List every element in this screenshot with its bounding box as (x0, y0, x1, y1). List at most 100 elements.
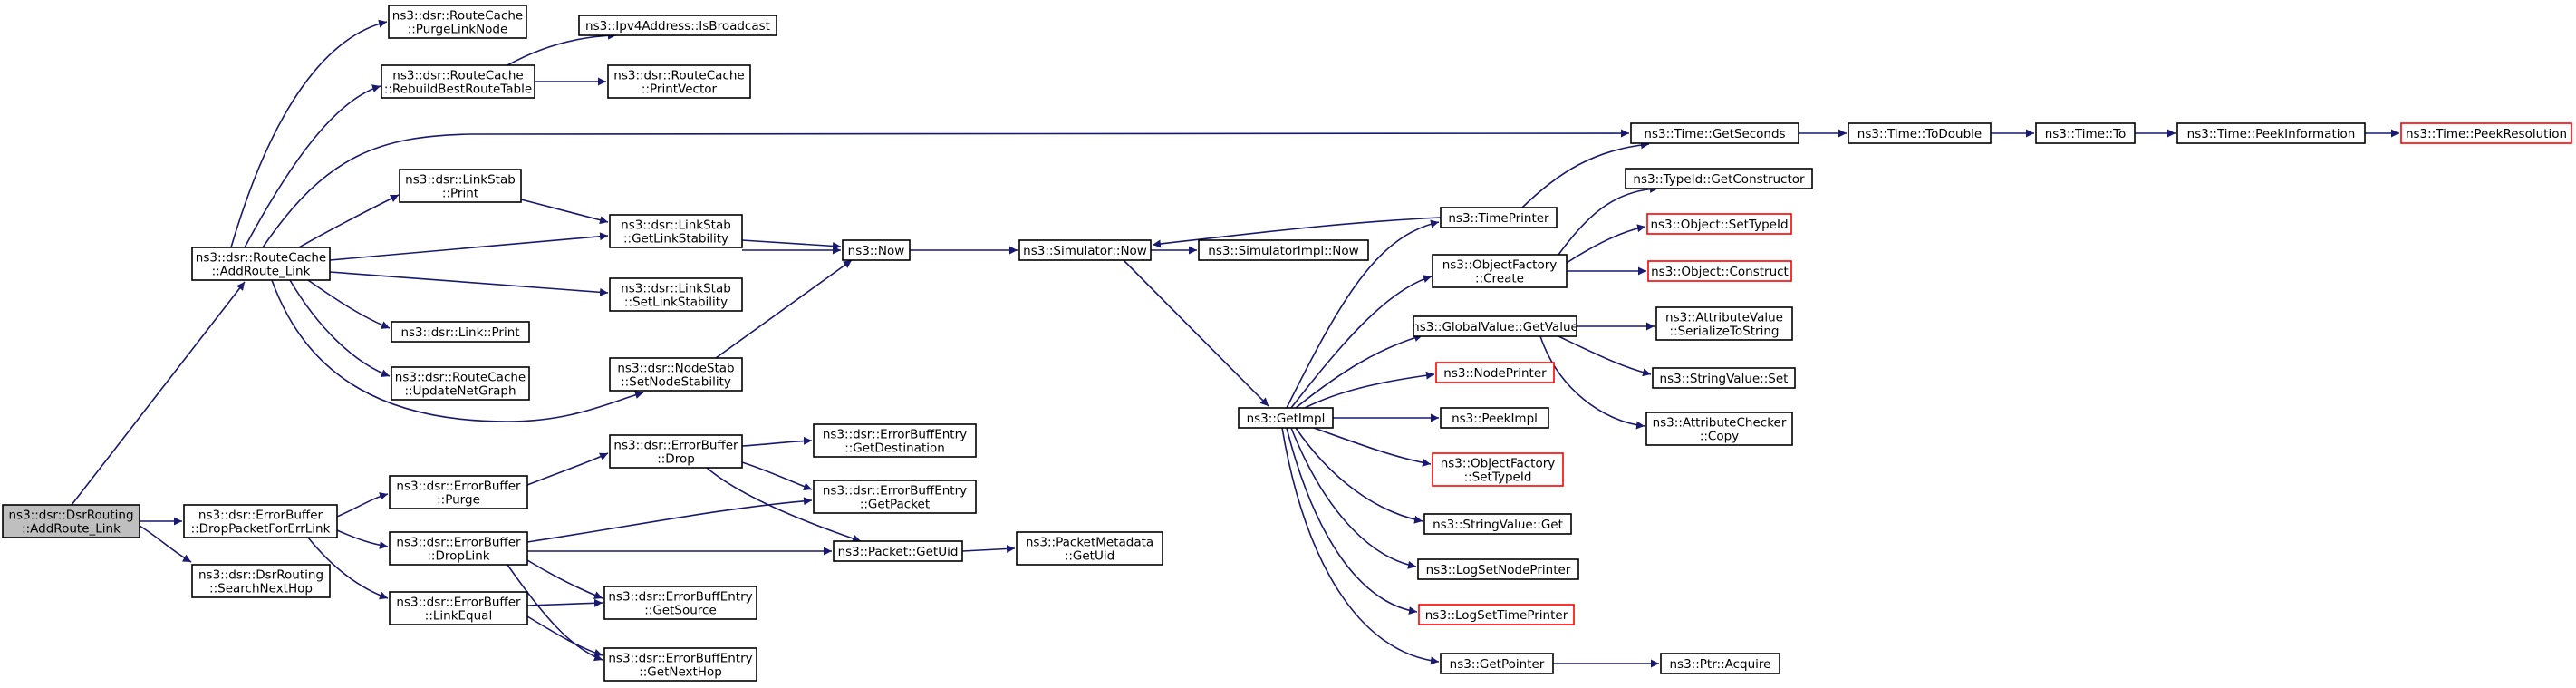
node-peekimpl[interactable]: ns3::PeekImpl (1440, 407, 1549, 429)
node-box (1645, 412, 1793, 446)
edge-eb_droppacket-to-eb_linkequal (307, 537, 389, 600)
node-rc_rebuild[interactable]: ns3::dsr::RouteCache::RebuildBestRouteTa… (381, 64, 535, 99)
node-box (1198, 239, 1369, 261)
edge-getimpl-to-nodeprinter (1304, 371, 1435, 409)
node-pm_getuid[interactable]: ns3::PacketMetadata::GetUid (1016, 531, 1163, 566)
node-box (1423, 513, 1572, 535)
node-time_todouble[interactable]: ns3::Time::ToDouble (1848, 122, 1992, 144)
node-simimpl_now[interactable]: ns3::SimulatorImpl::Now (1198, 239, 1369, 261)
node-obj_settypeid[interactable]: ns3::Object::SetTypeId (1646, 213, 1792, 235)
node-ebe_getnexthop[interactable]: ns3::dsr::ErrorBuffEntry::GetNextHop (603, 647, 757, 682)
edge-eb_drop-to-packet_getuid (706, 467, 862, 543)
edge-eb_drop-to-ebe_getpacket (741, 461, 813, 490)
node-getimpl[interactable]: ns3::GetImpl (1238, 407, 1334, 429)
node-box (399, 169, 522, 203)
node-time_peekinfo[interactable]: ns3::Time::PeekInformation (2176, 122, 2366, 144)
node-rc_addroute[interactable]: ns3::dsr::RouteCache::AddRoute_Link (191, 247, 331, 281)
node-label: ns3::ObjectFactory (1442, 258, 1558, 273)
node-time_peekres[interactable]: ns3::Time::PeekResolution (2400, 122, 2572, 144)
node-box (1440, 407, 1549, 429)
node-root[interactable]: ns3::dsr::DsrRouting::AddRoute_Link (2, 504, 140, 538)
node-link_print[interactable]: ns3::dsr::Link::Print (391, 321, 530, 343)
node-time_getseconds[interactable]: ns3::Time::GetSeconds (1630, 122, 1799, 144)
node-ac_copy[interactable]: ns3::AttributeChecker::Copy (1645, 412, 1793, 446)
node-label: ns3::dsr::ErrorBuffer (198, 509, 323, 523)
node-eb_drop[interactable]: ns3::dsr::ErrorBuffer::Drop (609, 434, 743, 469)
node-ebe_getdest[interactable]: ns3::dsr::ErrorBuffEntry::GetDestination (813, 423, 977, 458)
node-label: ns3::dsr::RouteCache (196, 251, 326, 266)
node-box (609, 214, 743, 248)
node-time_to[interactable]: ns3::Time::To (2035, 122, 2136, 144)
node-sv_set[interactable]: ns3::StringValue::Set (1652, 367, 1796, 389)
node-label: ::DropLink (427, 549, 489, 564)
node-eb_linkequal[interactable]: ns3::dsr::ErrorBuffer::LinkEqual (389, 591, 528, 625)
node-log_setnodeprinter[interactable]: ns3::LogSetNodePrinter (1417, 558, 1579, 580)
node-rc_updatenetgraph[interactable]: ns3::dsr::RouteCache::UpdateNetGraph (391, 366, 530, 401)
node-box (183, 504, 338, 538)
node-timeprinter[interactable]: ns3::TimePrinter (1440, 207, 1558, 228)
edge-rc_addroute-to-ls_getlinkstab (329, 232, 609, 261)
node-box (1418, 604, 1575, 625)
edge-timeprinter-to-time_getseconds (1521, 141, 1650, 208)
node-of_create[interactable]: ns3::ObjectFactory::Create (1432, 254, 1568, 288)
edge-of_create-to-obj_settypeid (1566, 224, 1646, 264)
node-sv_get[interactable]: ns3::StringValue::Get (1423, 513, 1572, 535)
node-ls_setlinkstab[interactable]: ns3::dsr::LinkStab::SetLinkStability (609, 277, 743, 312)
node-label: ns3::dsr::NodeStab (617, 362, 734, 376)
node-label: ::RebuildBestRouteTable (384, 82, 532, 97)
edge-eb_linkequal-to-ebe_getsource (526, 598, 603, 607)
edge-eb_drop-to-ebe_getdest (741, 436, 813, 447)
node-label: ::GetDestination (844, 441, 945, 456)
edge-rc_addroute-to-rc_updatenetgraph (289, 279, 391, 378)
node-eb_droplink[interactable]: ns3::dsr::ErrorBuffer::DropLink (389, 531, 528, 566)
node-box (391, 366, 530, 401)
node-label: ns3::dsr::ErrorBuffEntry (823, 484, 967, 499)
node-box (813, 423, 977, 458)
node-log_settimeprinter[interactable]: ns3::LogSetTimePrinter (1418, 604, 1575, 625)
node-of_settypeid[interactable]: ns3::ObjectFactory::SetTypeId (1432, 452, 1564, 487)
node-ptr_acquire[interactable]: ns3::Ptr::Acquire (1660, 653, 1780, 674)
node-box (389, 531, 528, 566)
node-label: ::AddRoute_Link (22, 522, 121, 537)
node-box (381, 64, 535, 99)
node-label: ns3::dsr::ErrorBuffer (396, 596, 521, 610)
edge-of_create-to-typeid_getctor (1558, 184, 1659, 256)
node-eb_purge[interactable]: ns3::dsr::ErrorBuffer::Purge (389, 475, 528, 509)
node-label: ns3::Time::PeekInformation (2187, 127, 2356, 141)
node-rc_purgelinknode[interactable]: ns3::dsr::RouteCache::PurgeLinkNode (388, 5, 527, 39)
node-packet_getuid[interactable]: ns3::Packet::GetUid (833, 540, 963, 562)
node-typeid_getctor[interactable]: ns3::TypeId::GetConstructor (1625, 168, 1813, 189)
node-ebe_getsource[interactable]: ns3::dsr::ErrorBuffEntry::GetSource (603, 586, 757, 620)
node-label: ns3::dsr::LinkStab (621, 218, 731, 233)
edge-eb_droplink-to-ebe_getpacket (526, 497, 813, 543)
node-ls_getlinkstab[interactable]: ns3::dsr::LinkStab::GetLinkStability (609, 214, 743, 248)
node-gv_getvalue[interactable]: ns3::GlobalValue::GetValue (1412, 315, 1578, 337)
node-ebe_getpacket[interactable]: ns3::dsr::ErrorBuffEntry::GetPacket (813, 480, 977, 514)
node-label: ::Drop (657, 452, 695, 467)
node-box (389, 591, 528, 625)
node-eb_droppacket[interactable]: ns3::dsr::ErrorBuffer::DropPacketForErrL… (183, 504, 338, 538)
edge-packet_getuid-to-pm_getuid (961, 544, 1016, 553)
node-label: ns3::dsr::ErrorBuffEntry (823, 428, 967, 442)
node-box (603, 647, 757, 682)
edge-getimpl-to-getpointer (1281, 427, 1440, 665)
node-rc_printvector[interactable]: ns3::dsr::RouteCache::PrintVector (607, 64, 751, 99)
node-box (389, 475, 528, 509)
node-box (1440, 207, 1558, 228)
node-dsr_searchnexthop[interactable]: ns3::dsr::DsrRouting::SearchNextHop (191, 564, 331, 598)
node-box (833, 540, 963, 562)
node-ns_setnodestab[interactable]: ns3::dsr::NodeStab::SetNodeStability (609, 357, 743, 392)
node-ns3_now[interactable]: ns3::Now (842, 239, 911, 261)
node-box (1630, 122, 1799, 144)
node-ipv4_isbroadcast[interactable]: ns3::Ipv4Address::IsBroadcast (578, 15, 777, 36)
node-box (2400, 122, 2572, 144)
node-sim_now[interactable]: ns3::Simulator::Now (1018, 239, 1152, 261)
node-getpointer[interactable]: ns3::GetPointer (1440, 653, 1554, 674)
node-label: ns3::dsr::RouteCache (392, 69, 523, 83)
node-box (1440, 653, 1554, 674)
node-av_serialize[interactable]: ns3::AttributeValue::SerializeToString (1655, 306, 1793, 341)
node-nodeprinter[interactable]: ns3::NodePrinter (1435, 362, 1555, 383)
node-box (2035, 122, 2136, 144)
node-obj_construct[interactable]: ns3::Object::Construct (1647, 260, 1792, 282)
node-ls_print[interactable]: ns3::dsr::LinkStab::Print (399, 169, 522, 203)
